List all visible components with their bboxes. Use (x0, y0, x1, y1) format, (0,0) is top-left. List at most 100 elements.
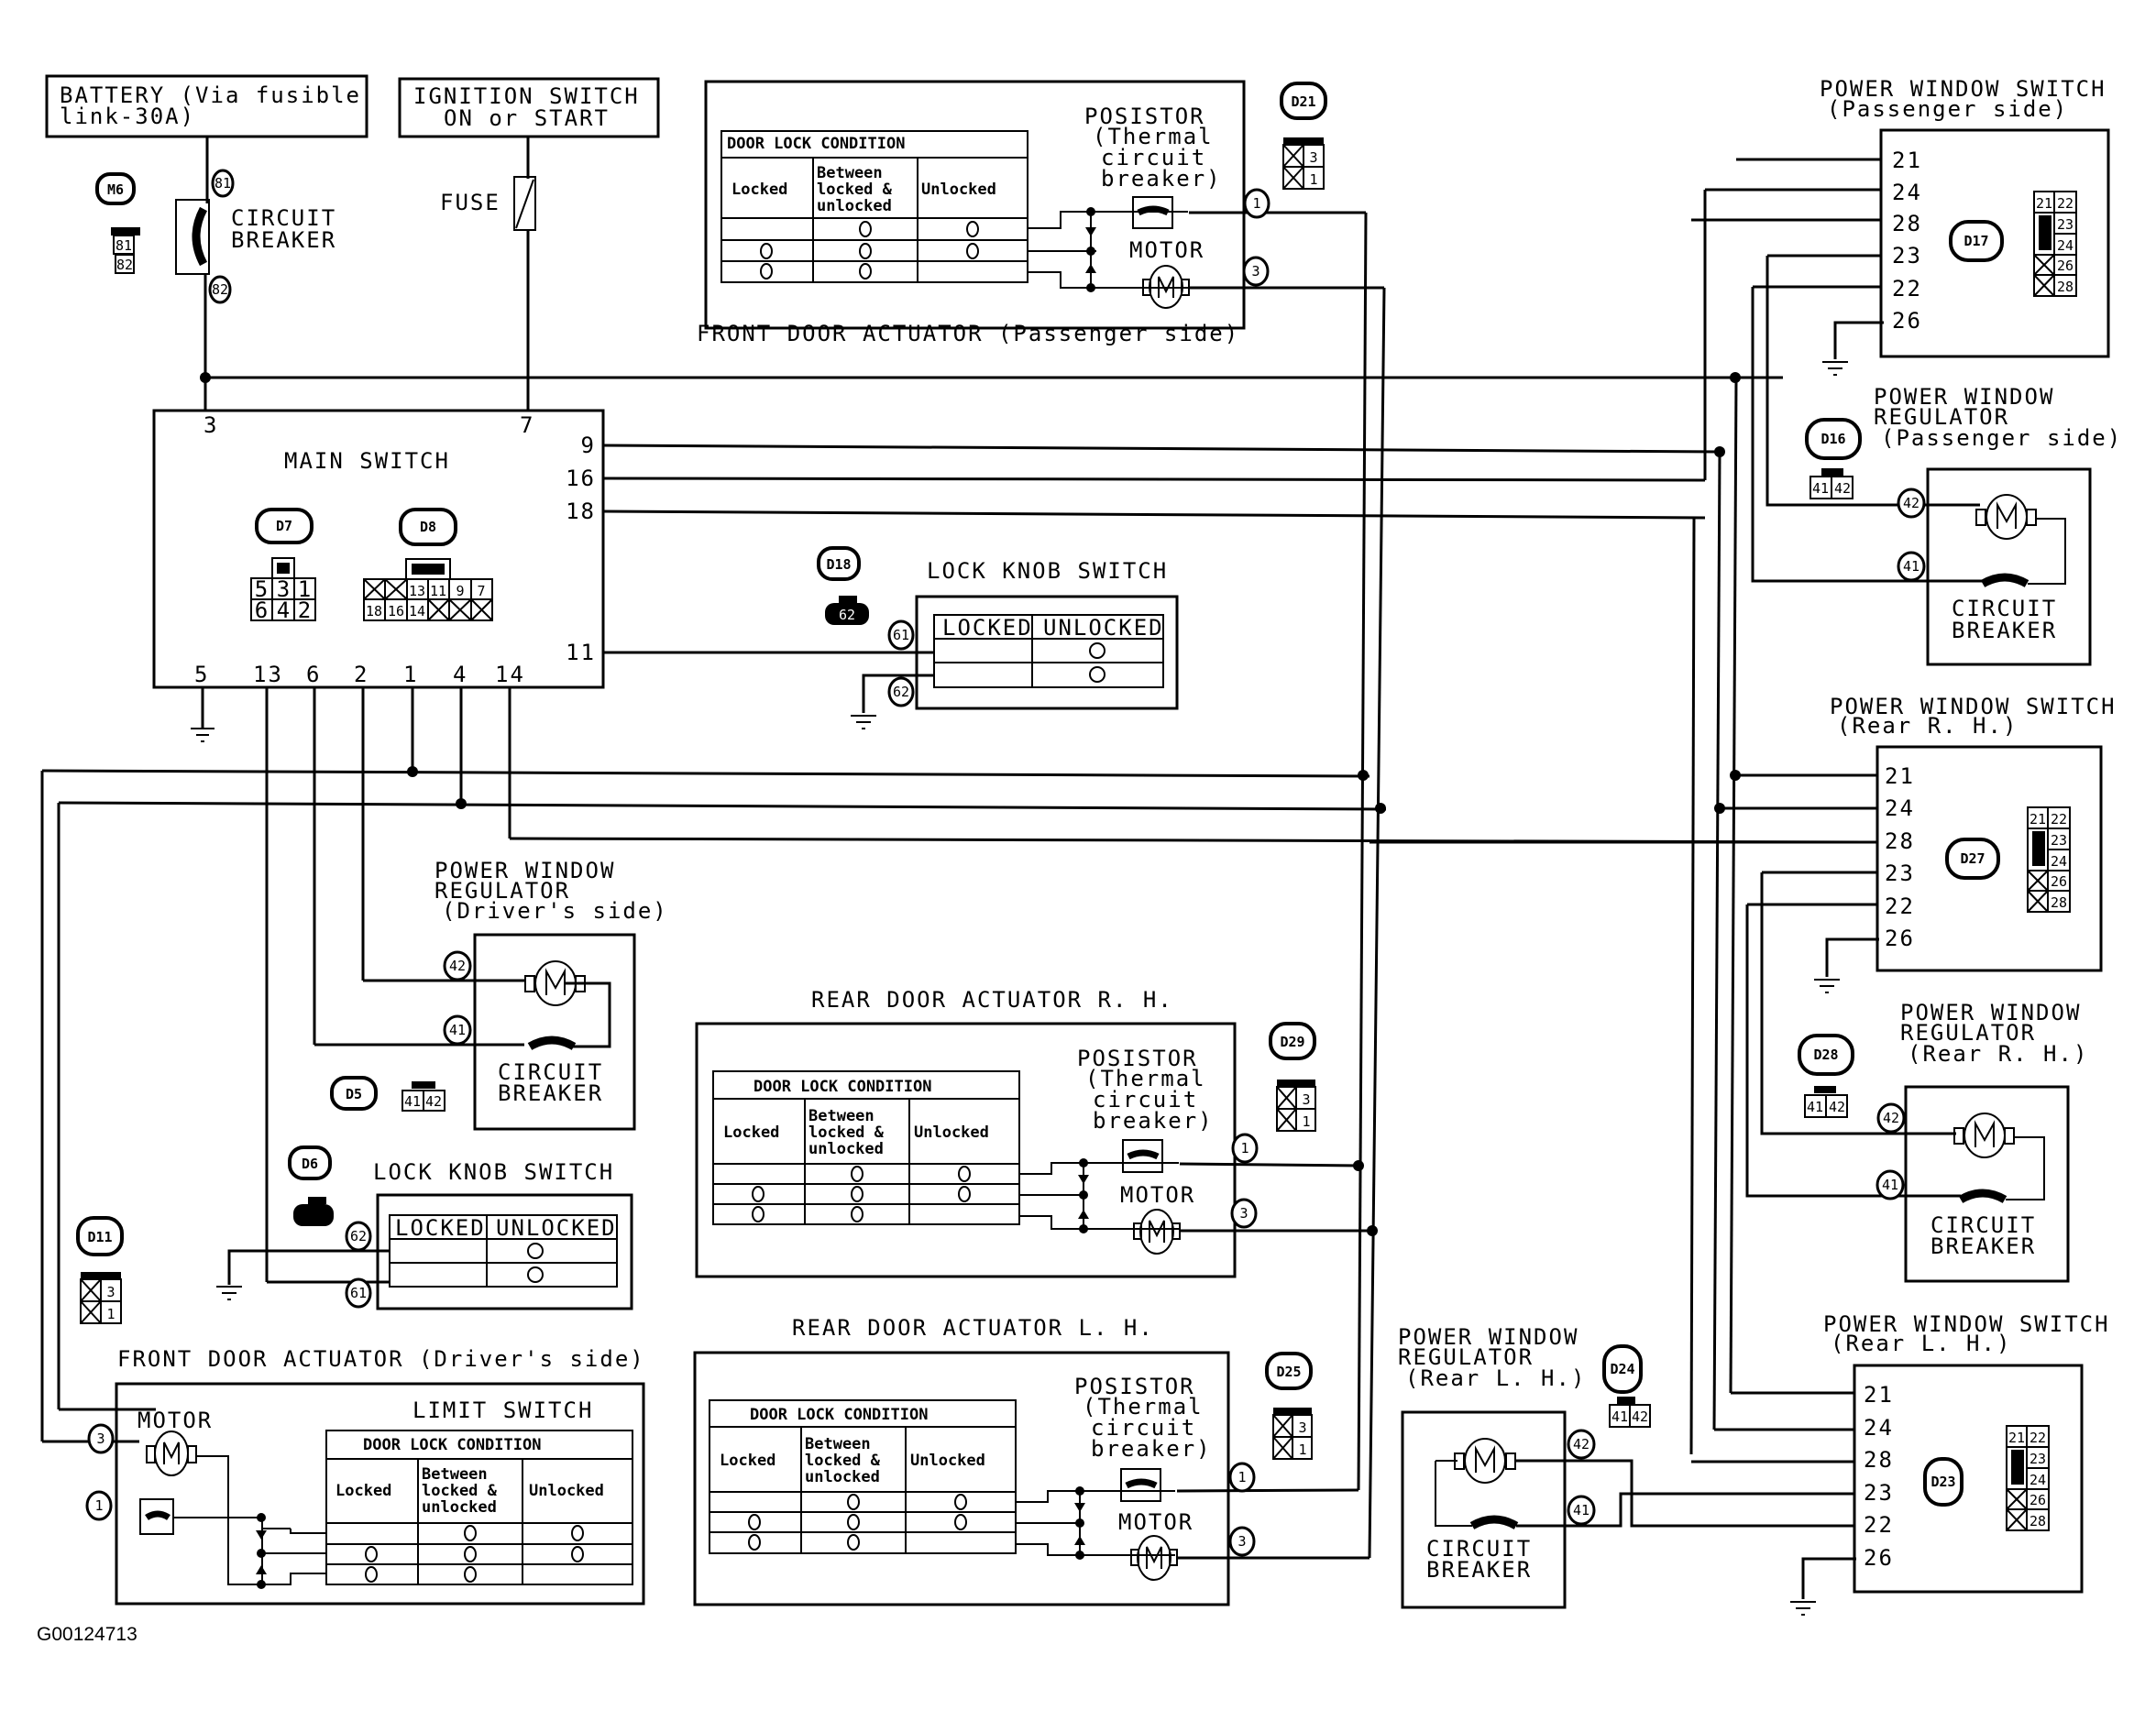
svg-text:(Rear R. H.): (Rear R. H.) (1837, 713, 2018, 739)
svg-text:Between: Between (805, 1435, 871, 1453)
connector-grid: 21 22 23 24 26 28 (2027, 806, 2071, 913)
svg-text:16: 16 (566, 466, 596, 491)
door-lock-table: DOOR LOCK CONDITION Locked Between locke… (720, 130, 1028, 283)
svg-text:26: 26 (2030, 1492, 2046, 1508)
svg-text:14: 14 (495, 662, 525, 687)
svg-text:REGULATOR: REGULATOR (1398, 1344, 1534, 1370)
svg-text:POSISTOR: POSISTOR (1077, 1046, 1198, 1071)
svg-text:9: 9 (456, 583, 464, 599)
svg-text:26: 26 (1864, 1545, 1894, 1571)
svg-text:22: 22 (2057, 195, 2074, 212)
svg-text:62: 62 (893, 684, 909, 700)
svg-text:LOCKED: LOCKED (395, 1215, 486, 1241)
fuse-label: FUSE (440, 190, 500, 215)
svg-text:UNLOCKED: UNLOCKED (496, 1215, 617, 1241)
pw-regulator-driver: POWER WINDOW REGULATOR (Driver's side) 4… (314, 858, 668, 1131)
door-lock-table: DOOR LOCK CONDITION Locked Between locke… (712, 1070, 1020, 1225)
svg-text:3: 3 (1251, 263, 1260, 280)
svg-text:3: 3 (96, 1430, 104, 1447)
ignition-label-line1: IGNITION SWITCH (413, 83, 640, 109)
svg-text:POWER WINDOW: POWER WINDOW (1900, 1000, 2081, 1025)
pw-regulator-rear-rh: POWER WINDOW REGULATOR (Rear R. H.) 42 4… (1747, 1000, 2088, 1283)
svg-text:POWER WINDOW: POWER WINDOW (1874, 384, 2054, 410)
rear-door-actuator-rh: REAR DOOR ACTUATOR R. H. DOOR LOCK CONDI… (695, 987, 1378, 1278)
svg-text:42: 42 (1903, 495, 1920, 511)
svg-text:42: 42 (1632, 1409, 1648, 1425)
svg-text:7: 7 (477, 583, 485, 599)
svg-text:(Thermal: (Thermal (1083, 1394, 1204, 1420)
pw-switch-rear-rh: POWER WINDOW SWITCH (Rear R. H.) 21 24 2… (1814, 694, 2117, 993)
svg-text:(Thermal: (Thermal (1093, 124, 1214, 149)
svg-text:23: 23 (2057, 216, 2074, 233)
svg-text:D16: D16 (1820, 431, 1845, 447)
svg-text:REGULATOR: REGULATOR (1874, 404, 2009, 430)
battery-label-line2: link-30A) (60, 104, 195, 129)
connector-d8-grid: 13 11 9 7 18 16 14 (363, 578, 493, 621)
svg-text:28: 28 (1864, 1447, 1894, 1473)
svg-text:22: 22 (1892, 276, 1922, 301)
pw-switch-passenger: POWER WINDOW SWITCH (Passenger side) 21 … (1820, 76, 2110, 376)
svg-text:24: 24 (2051, 853, 2067, 870)
svg-text:81: 81 (116, 237, 132, 254)
svg-text:42: 42 (1834, 480, 1851, 497)
svg-text:MOTOR: MOTOR (138, 1408, 213, 1433)
front-door-actuator-passenger: DOOR LOCK CONDITION Locked Between locke… (697, 80, 1384, 346)
svg-text:3: 3 (106, 1284, 115, 1300)
svg-text:(Rear R. H.): (Rear R. H.) (1908, 1041, 2088, 1067)
svg-text:26: 26 (2057, 258, 2074, 274)
door-lock-table: DOOR LOCK CONDITION Locked Between locke… (325, 1430, 633, 1585)
svg-text:5: 5 (194, 662, 209, 687)
connector-d21: D21 3 1 (1280, 82, 1327, 190)
svg-text:BREAKER: BREAKER (1952, 618, 2057, 643)
svg-text:(Thermal: (Thermal (1085, 1066, 1206, 1091)
pin-82-badge: 82 (208, 275, 232, 304)
svg-text:9: 9 (581, 433, 596, 458)
svg-text:MOTOR: MOTOR (1118, 1509, 1194, 1535)
svg-text:Unlocked: Unlocked (529, 1482, 604, 1500)
svg-text:UNLOCKED: UNLOCKED (1043, 615, 1164, 641)
svg-text:62: 62 (350, 1228, 367, 1244)
svg-text:16: 16 (388, 603, 404, 619)
svg-text:1: 1 (1298, 1441, 1306, 1458)
svg-text:D5: D5 (346, 1086, 362, 1102)
svg-text:6: 6 (306, 662, 321, 687)
svg-text:3: 3 (1239, 1205, 1248, 1222)
svg-text:41: 41 (1882, 1177, 1898, 1193)
front-door-actuator-driver: FRONT DOOR ACTUATOR (Driver's side) LIMI… (42, 1346, 645, 1606)
svg-text:(Rear L. H.): (Rear L. H.) (1831, 1331, 2011, 1356)
svg-text:23: 23 (2030, 1451, 2046, 1467)
ignition-source: IGNITION SWITCH ON or START (398, 77, 660, 138)
svg-text:FRONT DOOR ACTUATOR (Driver's: FRONT DOOR ACTUATOR (Driver's side) (117, 1346, 645, 1372)
rear-door-actuator-lh: REAR DOOR ACTUATOR L. H. DOOR LOCK CONDI… (693, 1315, 1370, 1606)
fuse: FUSE (440, 176, 536, 231)
svg-text:Locked: Locked (723, 1124, 779, 1142)
connector-grid: 21 22 23 24 26 28 (2006, 1425, 2050, 1531)
svg-text:LOCK KNOB SWITCH: LOCK KNOB SWITCH (927, 558, 1168, 584)
main-switch-title: MAIN SWITCH (284, 448, 450, 474)
svg-text:24: 24 (1885, 795, 1915, 821)
svg-text:DOOR LOCK CONDITION: DOOR LOCK CONDITION (754, 1078, 931, 1096)
main-switch: 3 7 MAIN SWITCH 9 16 18 11 5 13 6 2 1 4 … (152, 409, 605, 689)
svg-text:breaker): breaker) (1093, 1108, 1214, 1134)
svg-text:MOTOR: MOTOR (1129, 237, 1204, 263)
figure-id: G00124713 (37, 1624, 138, 1645)
svg-text:LOCK KNOB SWITCH: LOCK KNOB SWITCH (373, 1159, 614, 1185)
svg-text:M6: M6 (107, 181, 124, 198)
svg-text:POWER WINDOW SWITCH: POWER WINDOW SWITCH (1830, 694, 2117, 719)
connector-m6: M6 81 82 (95, 172, 140, 274)
svg-text:3: 3 (1238, 1533, 1246, 1550)
lock-knob-switch-d6: LOCK KNOB SWITCH LOCKED UNLOCKED 62 61 D… (216, 1145, 633, 1310)
svg-text:Between: Between (422, 1465, 488, 1484)
svg-text:BREAKER: BREAKER (1426, 1557, 1532, 1583)
svg-text:24: 24 (1864, 1415, 1894, 1441)
svg-text:23: 23 (2051, 832, 2067, 849)
svg-text:Unlocked: Unlocked (910, 1452, 985, 1470)
svg-text:13: 13 (409, 583, 425, 599)
svg-text:CIRCUIT: CIRCUIT (498, 1059, 603, 1085)
svg-text:81: 81 (214, 175, 231, 192)
svg-text:(Driver's side): (Driver's side) (442, 898, 668, 924)
svg-text:D23: D23 (1930, 1474, 1955, 1490)
pin-81-badge: 81 (211, 169, 235, 198)
svg-text:42: 42 (1573, 1436, 1590, 1452)
